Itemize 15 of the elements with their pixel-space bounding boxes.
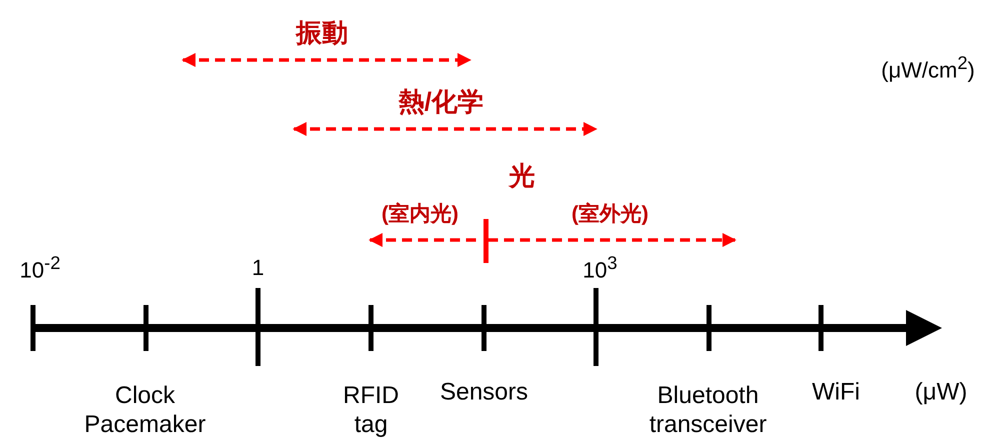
range-label: (室外光)	[572, 201, 648, 227]
device-label: RFID tag	[342, 382, 400, 440]
device-label: Sensors	[440, 378, 528, 408]
range-label: 振動	[296, 17, 348, 49]
range-label: 光	[509, 160, 535, 192]
unit-label: (μW)	[914, 378, 968, 408]
unit-label: (μW/cm$^{2}$)	[881, 52, 975, 84]
tick-label: 10$^{-2}$	[20, 252, 60, 284]
device-label: Bluetooth transceiver	[648, 382, 768, 440]
range-label: (室内光)	[382, 201, 458, 227]
range-label: 熱/化学	[398, 86, 484, 118]
device-label: Clock Pacemaker	[83, 382, 207, 440]
tick-label: 1	[252, 254, 264, 282]
device-label: WiFi	[812, 378, 860, 408]
tick-label: 10$^{3}$	[582, 252, 618, 284]
